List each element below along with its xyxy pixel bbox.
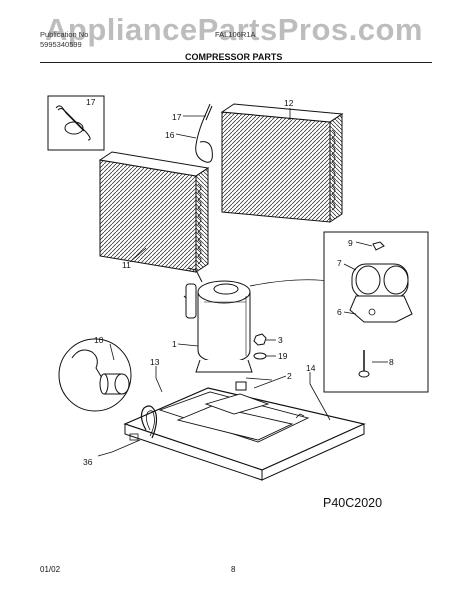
- part-ref-2: 2: [287, 371, 292, 381]
- leader-lines: [97, 108, 388, 457]
- part-number-labels: 17 17 16 12 11 9 7 6 8 3 19 1 2 10 13 14…: [83, 97, 394, 467]
- part-ref-9: 9: [348, 238, 353, 248]
- part-ref-13: 13: [150, 357, 160, 367]
- part-ref-16: 16: [165, 130, 175, 140]
- publication-number: 5995340599: [40, 40, 82, 49]
- part-ref-11: 11: [122, 260, 131, 270]
- publication-label: Publication No: [40, 30, 89, 39]
- base-pan: [123, 377, 366, 481]
- part-ref-14: 14: [306, 363, 316, 373]
- part-ref-12: 12: [284, 98, 294, 108]
- capillary-tube: [195, 103, 213, 163]
- nut-and-washer: [253, 333, 267, 360]
- section-title: COMPRESSOR PARTS: [185, 52, 283, 62]
- part-ref-1: 1: [172, 339, 177, 349]
- part-ref-19: 19: [278, 351, 288, 361]
- thermostat-callout: [58, 338, 132, 412]
- footer-date: 01/02: [40, 565, 61, 574]
- part-ref-17: 17: [172, 112, 182, 122]
- part-ref-36: 36: [83, 457, 93, 467]
- evaporator-coil: [98, 151, 210, 273]
- part-ref-6: 6: [337, 307, 342, 317]
- part-ref-3: 3: [278, 335, 283, 345]
- bracket-callout-box: [323, 231, 429, 393]
- part-ref-8: 8: [389, 357, 394, 367]
- figure-code: P40C2020: [323, 496, 383, 510]
- header-rule: [40, 62, 432, 63]
- compressor: [183, 267, 337, 373]
- watermark: AppliancePartsPros.com: [45, 12, 423, 47]
- part-ref-10: 10: [94, 335, 104, 345]
- footer-page-number: 8: [231, 565, 236, 574]
- condenser-coil: [220, 103, 344, 223]
- coil-callout-box: [47, 95, 105, 151]
- drain-strap: [140, 405, 158, 439]
- part-ref-17-callout: 17: [86, 97, 96, 107]
- model-number: FAL106R1A: [215, 30, 256, 39]
- part-ref-7: 7: [337, 258, 342, 268]
